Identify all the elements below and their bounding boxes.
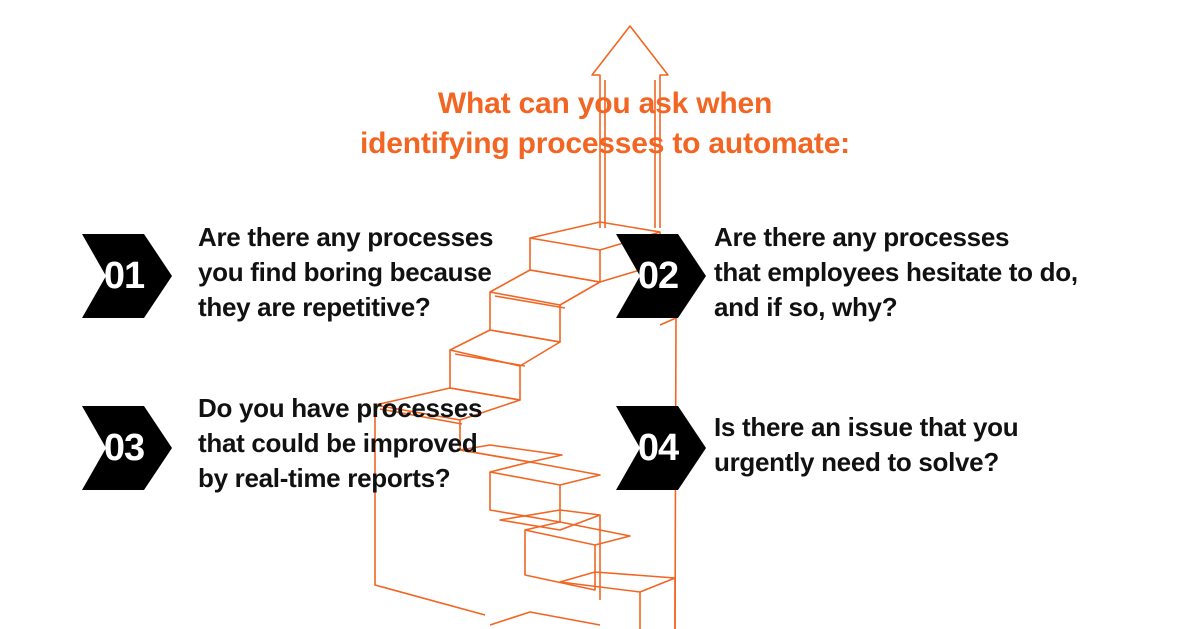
badge-number: 01 <box>103 254 145 297</box>
question-line: by real-time reports? <box>198 463 451 493</box>
question-line: Are there any processes <box>198 222 494 252</box>
question-01: Are there any processes you find boring … <box>198 220 493 325</box>
badge-number: 04 <box>637 426 679 469</box>
question-02: Are there any processes that employees h… <box>714 220 1078 325</box>
number-badge-01: 01 <box>82 234 172 318</box>
question-line: that employees hesitate to do, <box>714 257 1078 287</box>
question-line: they are repetitive? <box>198 292 431 322</box>
chevron-arrow-icon <box>82 234 172 318</box>
page-title-line-2: identifying processes to automate: <box>360 127 850 160</box>
chevron-arrow-icon <box>616 406 706 490</box>
page-title-line-1: What can you ask when <box>437 87 773 120</box>
arrow-outline <box>591 25 669 228</box>
question-line: that could be improved <box>198 428 478 458</box>
number-badge-04: 04 <box>616 406 706 490</box>
number-badge-02: 02 <box>616 234 706 318</box>
chevron-arrow-icon <box>616 234 706 318</box>
question-line: urgently need to solve? <box>714 447 999 477</box>
number-badge-03: 03 <box>82 406 172 490</box>
question-line: Do you have processes <box>198 393 483 423</box>
question-04: Is there an issue that you urgently need… <box>714 410 1019 480</box>
badge-number: 03 <box>103 426 145 469</box>
question-line: Are there any processes <box>714 222 1010 252</box>
question-line: and if so, why? <box>714 292 898 322</box>
chevron-arrow-icon <box>82 406 172 490</box>
question-03: Do you have processes that could be impr… <box>198 391 482 496</box>
question-line: Is there an issue that you <box>714 412 1019 442</box>
badge-number: 02 <box>637 254 679 297</box>
question-line: you find boring because <box>198 257 492 287</box>
staircase-outline <box>374 25 677 629</box>
